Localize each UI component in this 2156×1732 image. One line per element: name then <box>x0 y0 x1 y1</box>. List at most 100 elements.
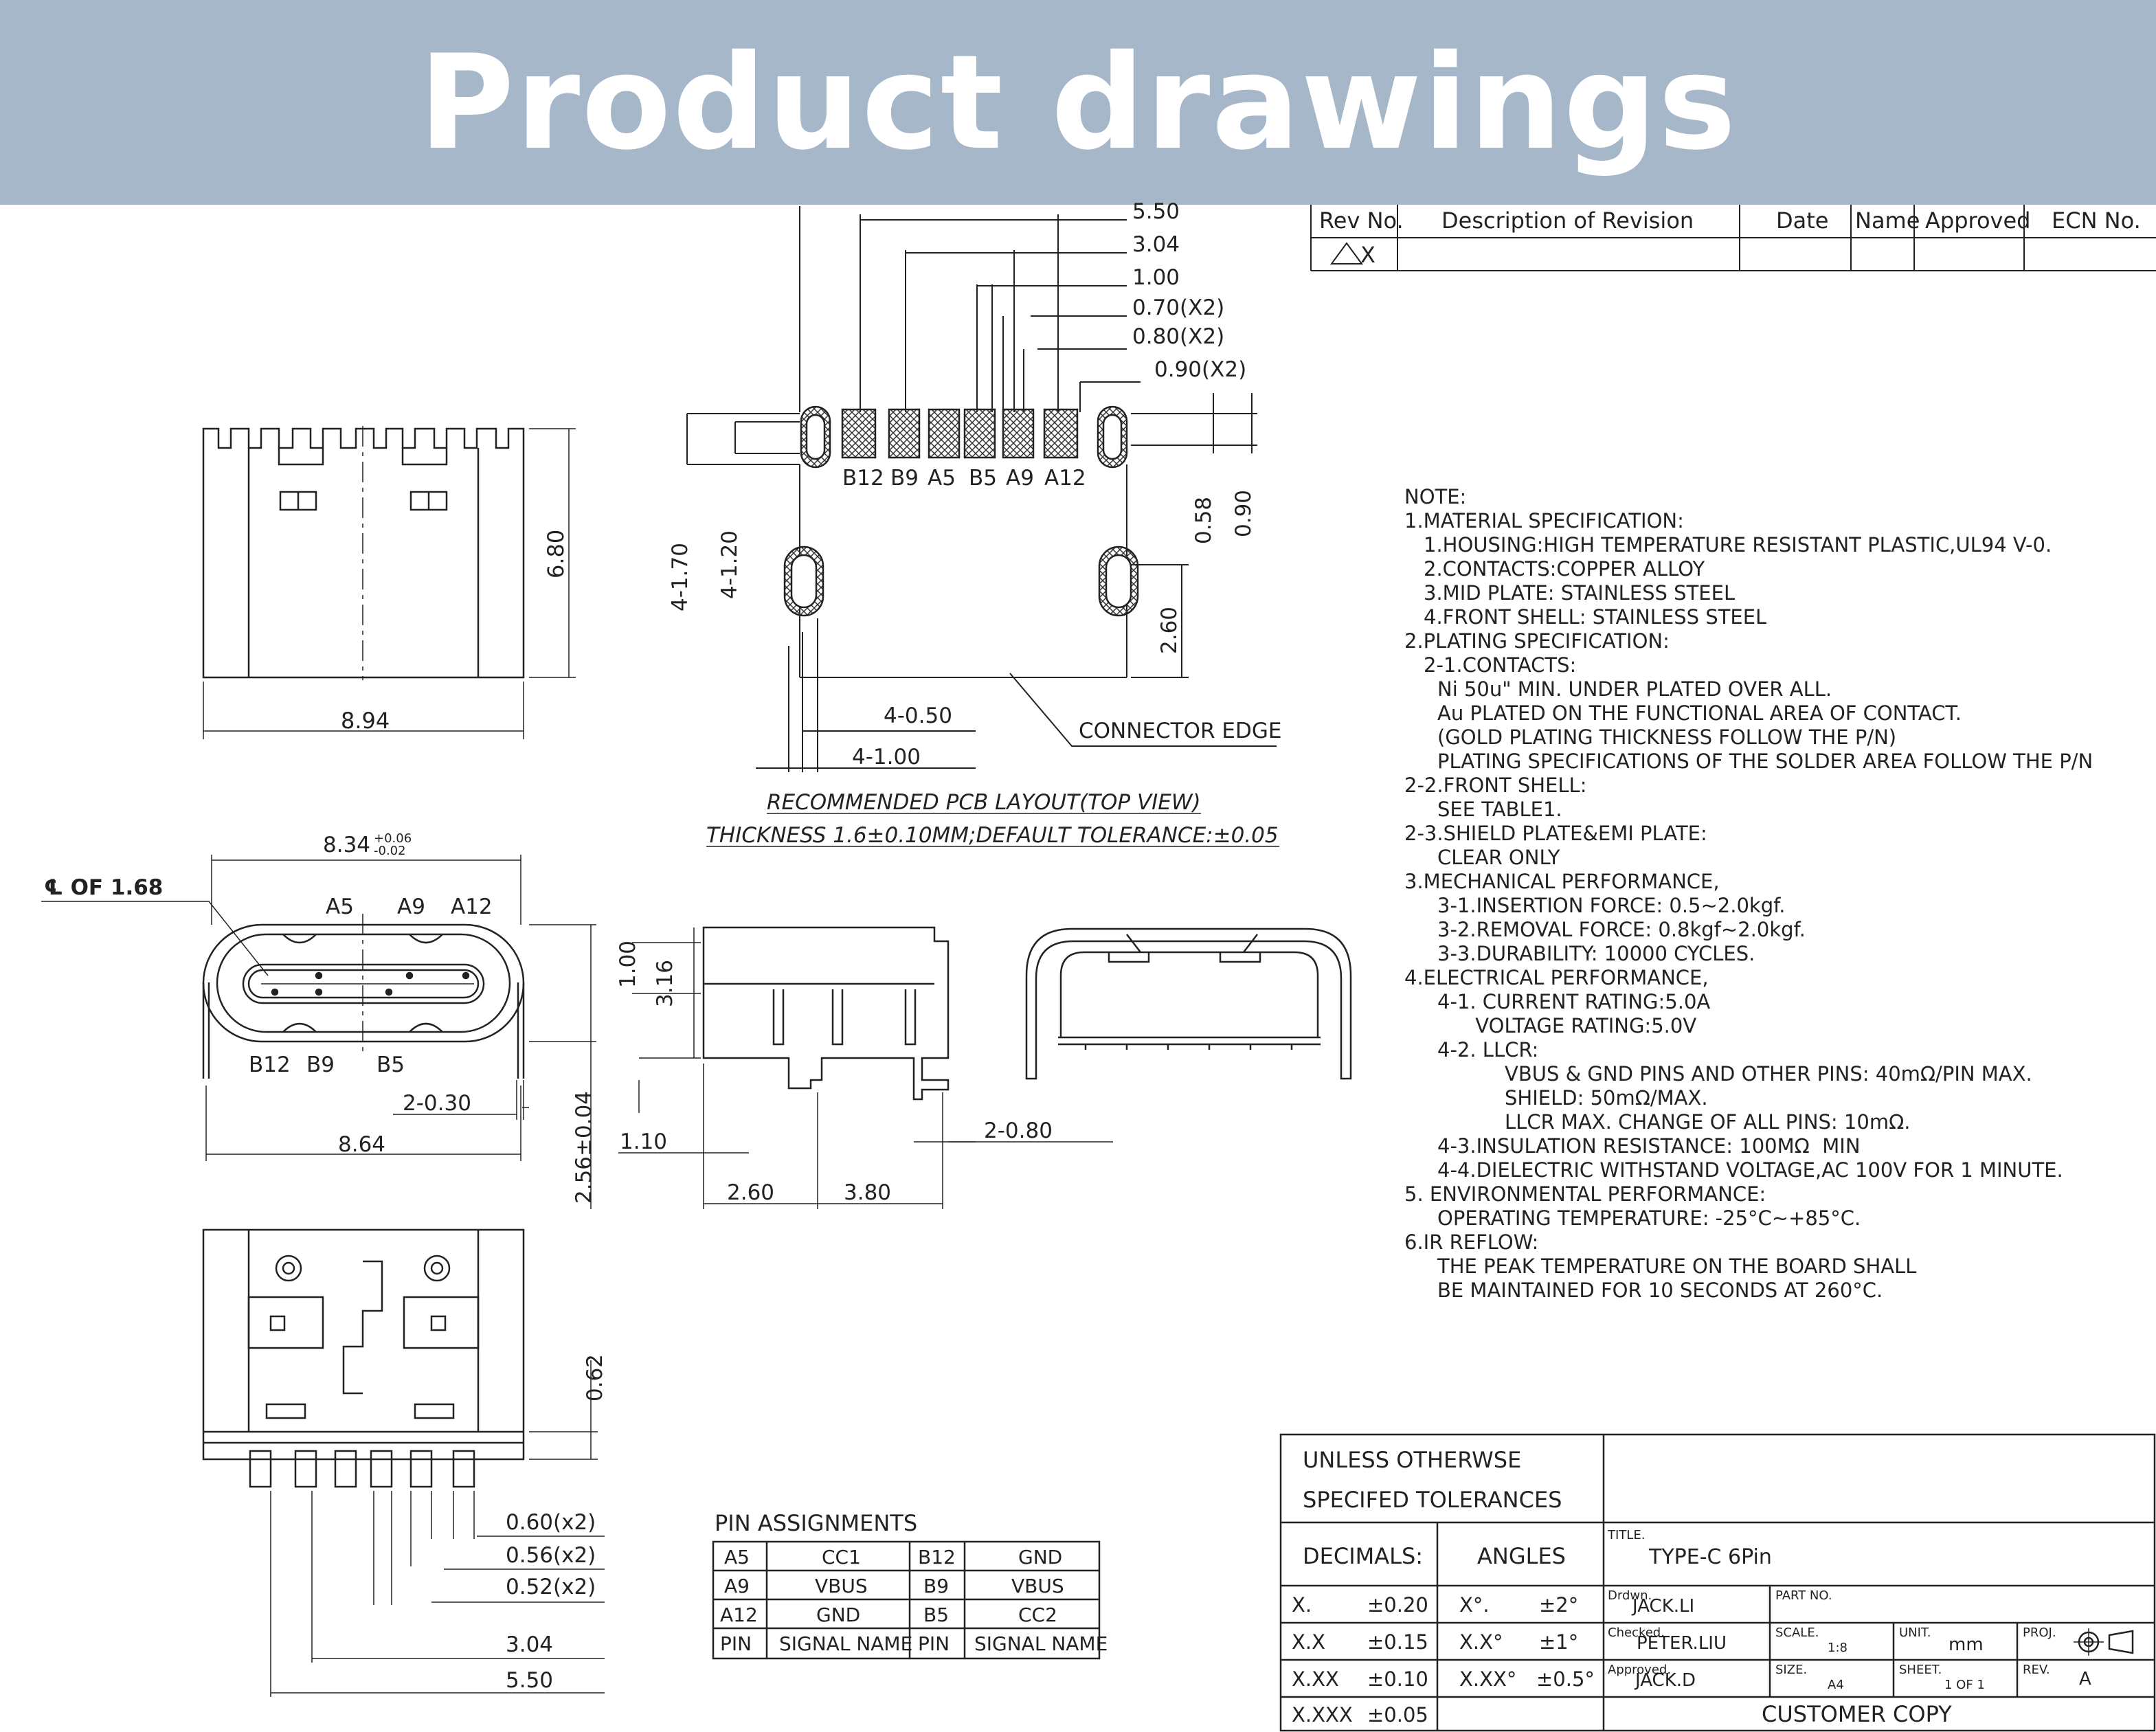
tb-proj-label: PROJ. <box>2023 1626 2056 1640</box>
rev-header-name: Name <box>1855 207 1920 234</box>
note-line: 2-1.CONTACTS: <box>1424 653 1577 677</box>
tb-row1-ang: X°. <box>1459 1593 1490 1617</box>
front-pin-a9: A9 <box>397 895 425 919</box>
pcb-connector-edge: CONNECTOR EDGE <box>1079 719 1281 743</box>
pin-row3-sig-a: GND <box>816 1604 860 1626</box>
note-line: 3.MECHANICAL PERFORMANCE, <box>1404 870 1720 893</box>
profile-dim-100: 1.00 <box>616 941 640 988</box>
note-line: 4.ELECTRICAL PERFORMANCE, <box>1404 966 1709 989</box>
tb-scale: 1:8 <box>1828 1641 1848 1655</box>
note-line: 2-3.SHIELD PLATE&EMI PLATE: <box>1404 822 1707 845</box>
profile-view <box>618 926 1113 1209</box>
bottom-dim-304: 3.04 <box>506 1632 553 1657</box>
banner-title: Product drawings <box>418 26 1738 179</box>
tb-title: TYPE-C 6Pin <box>1648 1545 1772 1569</box>
note-line: THE PEAK TEMPERATURE ON THE BOARD SHALL <box>1437 1255 1917 1278</box>
bottom-dim-060: 0.60(x2) <box>506 1510 596 1535</box>
bottom-dim-052: 0.52(x2) <box>506 1575 596 1599</box>
tb-size-label: SIZE. <box>1775 1663 1807 1677</box>
rev-header-rev: Rev No. <box>1319 207 1404 234</box>
note-line: 4-3.INSULATION RESISTANCE: 100MΩ MIN <box>1437 1134 1861 1158</box>
note-line: 4-2. LLCR: <box>1437 1038 1539 1061</box>
note-line: SEE TABLE1. <box>1437 798 1562 821</box>
tb-angles: ANGLES <box>1477 1543 1566 1569</box>
tb-sheet-label: SHEET. <box>1899 1663 1942 1677</box>
note-line: CLEAR ONLY <box>1437 846 1560 869</box>
pin-row4-pin-a: PIN <box>720 1632 752 1655</box>
pcb-dim-090v: 0.90 <box>1231 490 1256 537</box>
pcb-pin-a5: A5 <box>928 466 956 491</box>
pcb-pads <box>783 405 1139 617</box>
dim-side-width: 8.94 <box>341 708 390 734</box>
pin-row2-sig-a: VBUS <box>815 1575 868 1597</box>
note-line: 1.HOUSING:HIGH TEMPERATURE RESISTANT PLA… <box>1424 533 2052 556</box>
front-pin-a12: A12 <box>451 895 493 919</box>
note-line: (GOLD PLATING THICKNESS FOLLOW THE P/N) <box>1437 726 1897 749</box>
pin-assignments-table <box>712 1540 1101 1660</box>
note-line: LLCR MAX. CHANGE OF ALL PINS: 10mΩ. <box>1505 1110 1911 1134</box>
note-line: NOTE: <box>1404 485 1467 508</box>
tb-row1-ang-tol: ±2° <box>1539 1593 1578 1617</box>
profile-dim-260: 2.60 <box>727 1180 774 1205</box>
tb-row4-dec-tol: ±0.05 <box>1367 1703 1428 1727</box>
note-line: SHIELD: 50mΩ/MAX. <box>1505 1086 1708 1110</box>
front-dim-864: 8.64 <box>338 1132 385 1157</box>
pcb-pin-a12: A12 <box>1044 466 1086 491</box>
tb-row3-ang-tol: ±0.5° <box>1536 1667 1595 1691</box>
pcb-dim-090: 0.90(X2) <box>1154 357 1246 382</box>
front-dim-256: 2.56±0.04 <box>572 1091 596 1204</box>
tb-decimals: DECIMALS: <box>1303 1543 1423 1569</box>
pcb-caption-2: THICKNESS 1.6±0.10MM;DEFAULT TOLERANCE:±… <box>706 823 1279 848</box>
pin-row4-pin-b: PIN <box>918 1632 950 1655</box>
tb-approved-label: Approved. <box>1608 1663 1671 1677</box>
pcb-caption-1: RECOMMENDED PCB LAYOUT(TOP VIEW) <box>767 790 1201 815</box>
pin-row2-sig-b: VBUS <box>1011 1575 1064 1597</box>
note-line: 1.MATERIAL SPECIFICATION: <box>1404 509 1684 532</box>
title-block <box>1279 1433 2156 1732</box>
bottom-dim-550: 5.50 <box>506 1668 553 1693</box>
note-line: 2-2.FRONT SHELL: <box>1404 774 1587 797</box>
tb-tol-line2: SPECIFED TOLERANCES <box>1303 1487 1562 1513</box>
front-view <box>41 855 596 1209</box>
notes-block: NOTE:1.MATERIAL SPECIFICATION:1.HOUSING:… <box>1404 485 2146 1303</box>
pcb-layout <box>686 206 1277 772</box>
pcb-dim-4-050: 4-0.50 <box>884 704 952 728</box>
pin-row1-pin-b: B12 <box>918 1546 956 1568</box>
note-line: 2.PLATING SPECIFICATION: <box>1404 629 1670 653</box>
shell-view <box>1025 927 1352 1080</box>
pcb-dim-080: 0.80(X2) <box>1132 324 1224 349</box>
rev-header-ecn: ECN No. <box>2052 207 2141 234</box>
banner: Product drawings <box>0 0 2156 205</box>
front-dim-834-minus: -0.02 <box>374 844 406 858</box>
tb-row1-dec-tol: ±0.20 <box>1367 1593 1428 1617</box>
tb-drawn-label: Drdwn. <box>1608 1588 1652 1603</box>
pin-row3-pin-a: A12 <box>720 1604 758 1626</box>
note-line: 4-4.DIELECTRIC WITHSTAND VOLTAGE,AC 100V… <box>1437 1158 2063 1182</box>
tb-part-label: PART NO. <box>1775 1588 1832 1603</box>
rev-row-x: X <box>1360 242 1375 268</box>
tb-row3-dec: X.XX <box>1292 1667 1339 1691</box>
pcb-dim-304: 3.04 <box>1132 232 1180 257</box>
tb-size: A4 <box>1828 1678 1844 1692</box>
note-line: 3-2.REMOVAL FORCE: 0.8kgf~2.0kgf. <box>1437 918 1806 941</box>
note-line: 4-1. CURRENT RATING:5.0A <box>1437 990 1711 1013</box>
note-line: Au PLATED ON THE FUNCTIONAL AREA OF CONT… <box>1437 701 1962 725</box>
tb-approved: JACK.D <box>1634 1670 1696 1691</box>
tb-scale-label: SCALE. <box>1775 1626 1819 1640</box>
profile-dim-380: 3.80 <box>844 1180 891 1205</box>
profile-dim-316: 3.16 <box>653 960 677 1007</box>
tb-row2-dec-tol: ±0.15 <box>1367 1630 1428 1654</box>
pcb-dim-120: 4-1.20 <box>717 530 742 599</box>
pcb-pin-b12: B12 <box>842 466 884 491</box>
note-line: 2.CONTACTS:COPPER ALLOY <box>1424 557 1705 581</box>
front-centerline-label: ℄ OF 1.68 <box>44 875 163 900</box>
pin-row4-sig-b: SIGNAL NAME <box>974 1632 1108 1655</box>
tb-sheet: 1 OF 1 <box>1944 1678 1985 1692</box>
profile-dim-080: 2-0.80 <box>984 1118 1053 1143</box>
note-line: VBUS & GND PINS AND OTHER PINS: 40mΩ/PIN… <box>1505 1062 2032 1086</box>
bottom-dim-056: 0.56(x2) <box>506 1543 596 1568</box>
note-line: 5. ENVIRONMENTAL PERFORMANCE: <box>1404 1182 1766 1206</box>
pcb-pin-b5: B5 <box>969 466 997 491</box>
tb-rev: A <box>2079 1669 2091 1689</box>
note-line: VOLTAGE RATING:5.0V <box>1437 1014 1697 1037</box>
